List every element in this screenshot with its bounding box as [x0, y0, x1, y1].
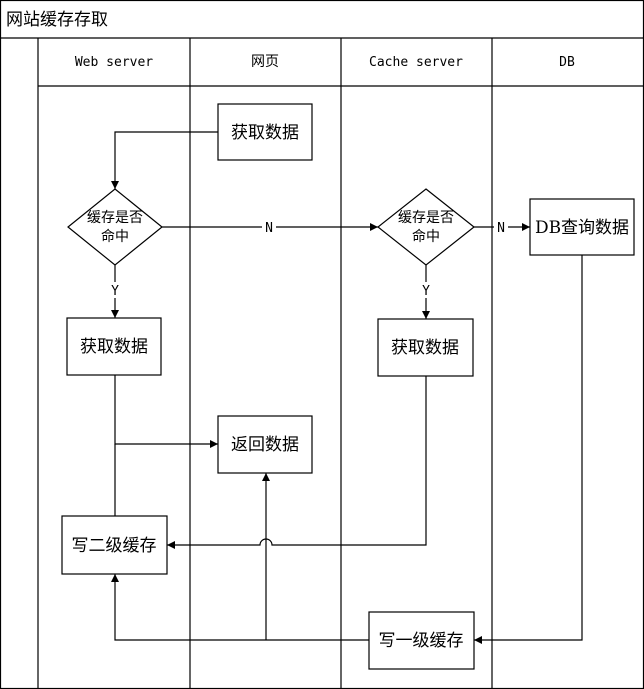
cache-miss-label-bg [494, 219, 508, 235]
get-data-start-box [217, 103, 313, 161]
lane-header-db: DB [559, 55, 575, 70]
edge-start-to-web-cache-check [111, 131, 218, 189]
return-data-label: 返回数据 [231, 435, 299, 455]
write-l1-cache-box [368, 611, 475, 670]
web-cache-hit-decision [67, 188, 163, 266]
lane-header-cache-server: Cache server [369, 55, 463, 70]
web-miss-label: N [265, 221, 273, 236]
web-cache-hit-label-line1: 缓存是否 [87, 210, 143, 226]
diagram-title: 网站缓存存取 [6, 10, 108, 30]
get-data-start-label: 获取数据 [231, 123, 299, 143]
cache-hit-label: Y [422, 284, 430, 299]
write-l1-cache-label: 写一级缓存 [379, 631, 464, 651]
edge-l1-to-l2 [111, 574, 369, 641]
write-l2-cache-box [61, 515, 168, 575]
cache-miss-label: N [497, 221, 505, 236]
cache-get-data-label: 获取数据 [391, 338, 459, 358]
lane-header-web-page: 网页 [251, 54, 279, 70]
cache-server-hit-decision [377, 188, 475, 266]
cache-server-hit-label-line1: 缓存是否 [398, 210, 454, 226]
web-hit-label-bg [108, 282, 122, 298]
cache-server-hit-label-line2: 命中 [412, 228, 440, 245]
cache-get-data-box [377, 318, 474, 377]
write-l2-cache-label: 写二级缓存 [72, 536, 157, 556]
edge-web-data-to-return [114, 375, 218, 448]
web-get-data-label: 获取数据 [80, 337, 148, 357]
return-data-box [217, 415, 313, 474]
edge-db-to-l1 [474, 255, 583, 644]
web-get-data-box [66, 317, 162, 376]
lane-header-web-server: Web server [75, 55, 153, 70]
cache-hit-label-bg [419, 282, 433, 298]
db-query-label: DB查询数据 [535, 218, 629, 238]
edge-cache-data-to-l2 [167, 376, 427, 549]
db-query-box [529, 198, 635, 256]
web-cache-hit-label-line2: 命中 [101, 228, 129, 245]
web-miss-label-bg [262, 219, 276, 235]
web-hit-label: Y [111, 284, 119, 299]
